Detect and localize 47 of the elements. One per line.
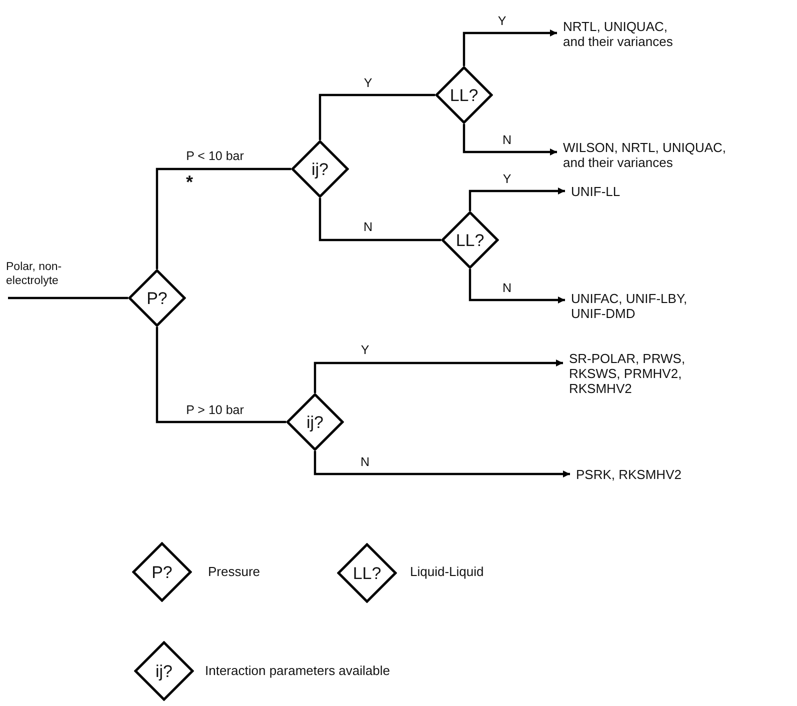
arrow xyxy=(462,30,557,66)
decision-label: ij? xyxy=(311,160,328,178)
connector-line xyxy=(8,296,128,300)
edge-label: P < 10 bar xyxy=(186,149,244,163)
connector-line xyxy=(318,198,441,242)
result-text: UNIFAC, UNIF-LBY, UNIF-DMD xyxy=(565,291,707,321)
edge-label: N xyxy=(502,133,512,147)
decision-diamond xyxy=(134,641,194,701)
connector-line xyxy=(156,327,286,424)
result-text: WILSON, NRTL, UNIQUAC, and their variances xyxy=(557,140,735,170)
decision-diamond xyxy=(435,66,493,124)
connector-line xyxy=(156,168,291,269)
connector-line xyxy=(318,94,435,140)
edge-label: N xyxy=(502,281,512,295)
footnote-mark: * xyxy=(186,172,194,193)
decision-diamond xyxy=(286,393,344,451)
decision-label: LL? xyxy=(456,232,484,248)
arrow xyxy=(314,451,570,478)
result-text: NRTL, UNIQUAC, and their variances xyxy=(557,19,687,49)
decision-label: P? xyxy=(152,564,172,580)
legend-text: Liquid-Liquid xyxy=(410,564,484,579)
result-text: SR-POLAR, PRWS, RKSWS, PRMHV2, RKSMHV2 xyxy=(563,351,738,396)
result-text: PSRK, RKSMHV2 xyxy=(570,467,770,482)
edge-label: Y xyxy=(360,343,370,357)
decision-diamond xyxy=(128,269,186,327)
edge-label: N xyxy=(360,455,370,469)
decision-label: LL? xyxy=(450,86,478,104)
edge-label: Y xyxy=(364,76,372,90)
arrow xyxy=(314,360,563,393)
edge-label: P > 10 bar xyxy=(186,403,244,417)
decision-label: ij? xyxy=(155,662,172,680)
arrow xyxy=(462,124,557,156)
decision-label: LL? xyxy=(352,564,382,582)
edge-label: Y xyxy=(498,14,506,28)
decision-diamond xyxy=(291,140,349,198)
result-text: UNIF-LL xyxy=(565,184,715,199)
decision-label: P? xyxy=(146,290,168,306)
edge-label: N xyxy=(363,220,373,234)
arrow xyxy=(468,188,565,211)
decision-diamond xyxy=(337,543,397,603)
legend-text: Pressure xyxy=(208,564,260,579)
decision-label: ij? xyxy=(306,414,324,430)
legend-text: Interaction parameters available xyxy=(205,663,390,678)
edge-label: Y xyxy=(502,172,512,186)
decision-diamond xyxy=(132,542,192,602)
decision-diamond xyxy=(441,211,499,269)
arrow xyxy=(468,269,565,304)
